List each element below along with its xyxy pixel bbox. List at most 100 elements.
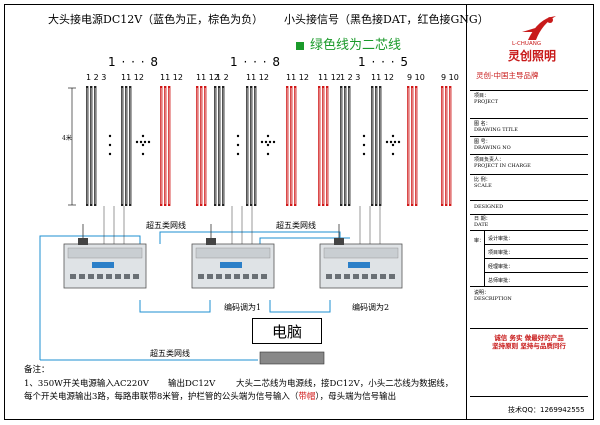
group-2-red-tube-2 bbox=[318, 86, 329, 206]
panel-divider bbox=[466, 4, 467, 420]
computer-label: 电脑 bbox=[271, 322, 302, 341]
cable-ctrl1-ctrl2 bbox=[139, 300, 211, 313]
wiring-diagram bbox=[39, 86, 452, 365]
approval-row-2 bbox=[484, 258, 588, 259]
row-drawno bbox=[470, 136, 588, 137]
group-1-vertical-dots-2 bbox=[141, 134, 145, 156]
desc-en: DESCRIPTION bbox=[474, 296, 512, 302]
scale-en: SCALE bbox=[474, 183, 492, 189]
group-1-black-tube bbox=[86, 86, 97, 206]
brand-logo-icon bbox=[522, 16, 556, 40]
group-2-number-label: 1 · · · 8 bbox=[230, 55, 281, 69]
group-3-black-tube bbox=[340, 86, 351, 206]
drawno-en: DRAWING NO bbox=[474, 145, 511, 151]
cable-label-top-right: 超五类网线 bbox=[276, 221, 316, 230]
group-2-red-tube-label: 11 12 bbox=[286, 73, 309, 82]
green-square-icon bbox=[296, 42, 304, 50]
network-switch bbox=[259, 351, 325, 365]
approval-project: 项目审批： bbox=[488, 250, 514, 256]
group-3-red-tube-label: 9 10 bbox=[407, 73, 425, 82]
controller-1-code-label: 编码调为1 bbox=[224, 303, 262, 312]
group-1-mid-tube bbox=[121, 86, 132, 206]
group-3-mid-tube-label: 11 12 bbox=[371, 73, 394, 82]
group-2-mid-tube bbox=[246, 86, 257, 206]
notes-line2-a: 每个开关电源输出3路，每路串联带8米管，护栏管的公头端为信号输入（ bbox=[24, 392, 299, 402]
approval-row-3 bbox=[484, 272, 588, 273]
notes-line1-b: 输出DC12V bbox=[168, 379, 216, 389]
group-2-red-tube-1 bbox=[286, 86, 297, 206]
group-3-vertical-dots-2 bbox=[391, 134, 395, 156]
group-1-horizontal-dots bbox=[135, 140, 151, 144]
cable-ctrl2-ctrl3 bbox=[269, 300, 331, 313]
group-2-first-tube-label: 1 2 bbox=[216, 73, 229, 82]
row-date bbox=[470, 214, 588, 215]
project-en: PROJECT bbox=[474, 99, 499, 105]
row-footer bbox=[470, 328, 588, 329]
approval-design: 设计审批： bbox=[488, 236, 514, 242]
group-1-red-tube-1 bbox=[160, 86, 171, 206]
controller-2 bbox=[191, 224, 275, 289]
tech-qq: 技术QQ：1269942555 bbox=[508, 406, 585, 414]
group-1-number-label: 1 · · · 8 bbox=[108, 55, 159, 69]
motto-line2: 坚持原则 坚持与品质同行 bbox=[492, 342, 566, 351]
group-2-vertical-dots bbox=[236, 134, 240, 156]
group-1-first-tube-label: 1 2 3 bbox=[86, 73, 107, 82]
drawing-sheet bbox=[4, 4, 594, 420]
group-3-red-tube-label-2: 9 10 bbox=[441, 73, 459, 82]
group-3-red-tube-1 bbox=[407, 86, 418, 206]
group-2-horizontal-dots bbox=[260, 140, 276, 144]
notes-line1-a: 1、350W开关电源输入AC220V bbox=[24, 379, 149, 389]
drawno-cn: 图 号： bbox=[474, 139, 491, 145]
row-qq bbox=[470, 396, 588, 397]
notes-line2-b: ），母头端为信号输出 bbox=[315, 392, 397, 402]
slogan: 灵创-中国主导品牌 bbox=[476, 71, 539, 80]
group-2-vertical-dots-2 bbox=[266, 134, 270, 156]
approval-chief: 总师审批： bbox=[488, 278, 514, 284]
group-3-red-tube-2 bbox=[441, 86, 452, 206]
group-1-red-tube-label-2: 11 12 bbox=[196, 73, 219, 82]
notes-line2: 每个开关电源输出3路，每路串联带8米管，护栏管的公头端为信号输入（带帽），母头端… bbox=[24, 393, 396, 402]
row-description bbox=[470, 286, 588, 287]
computer-box: 电脑 bbox=[252, 318, 322, 344]
approval-row-1 bbox=[484, 244, 588, 245]
project-cn: 项目： bbox=[474, 93, 490, 99]
date-en: DATE bbox=[474, 222, 489, 228]
cable-label-top-left: 超五类网线 bbox=[146, 221, 186, 230]
group-3-first-tube-label: 1 2 3 bbox=[340, 73, 361, 82]
notes-line2-red: 带帽 bbox=[298, 392, 316, 402]
title-cn: 图 名： bbox=[474, 121, 491, 127]
controller-1 bbox=[63, 224, 147, 289]
group-1-red-tube-2 bbox=[196, 86, 207, 206]
incharge-cn: 项目负责人： bbox=[474, 157, 505, 163]
group-3-number-label: 1 · · · 5 bbox=[358, 55, 409, 69]
controller-2-code-label: 编码调为2 bbox=[352, 303, 390, 312]
brand-cn: 灵创照明 bbox=[508, 49, 557, 63]
company-motto: 诚信 务实 做最好的产品 坚持原则 坚持与品质同行 bbox=[472, 334, 586, 350]
group-2-red-tube-label-2: 11 12 bbox=[318, 73, 341, 82]
group-1-red-tube-label: 11 12 bbox=[160, 73, 183, 82]
row-scale bbox=[470, 174, 588, 175]
length-dimension-label: 4米 bbox=[62, 135, 72, 142]
core-note: 绿色线为二芯线 bbox=[310, 38, 402, 53]
scale-cn: 比 例： bbox=[474, 177, 491, 183]
signal-note: 小头接信号（黑色接DAT，红色接GNG） bbox=[284, 13, 489, 26]
cable-link-2b bbox=[259, 237, 350, 244]
date-cn: 日 期： bbox=[474, 216, 491, 222]
group-3-mid-tube bbox=[371, 86, 382, 206]
row-title bbox=[470, 118, 588, 119]
row-incharge bbox=[470, 154, 588, 155]
designed: DESIGNED bbox=[474, 204, 504, 210]
group-2-black-tube bbox=[214, 86, 225, 206]
cable-top-left bbox=[39, 235, 141, 360]
group-2-mid-tube-label: 11 12 bbox=[246, 73, 269, 82]
row-approval bbox=[470, 230, 588, 231]
approval-label: 审： bbox=[474, 238, 485, 244]
group-1-vertical-dots bbox=[108, 134, 112, 156]
brand-en: L-CHUANG bbox=[512, 41, 542, 47]
approval-manager: 经理审批： bbox=[488, 264, 514, 270]
power-note: 大头接电源DC12V（蓝色为正，棕色为负） bbox=[48, 13, 264, 26]
group-3-vertical-dots bbox=[362, 134, 366, 156]
group-1-mid-tube-label: 11 12 bbox=[121, 73, 144, 82]
row-project bbox=[470, 90, 588, 91]
controller-3 bbox=[319, 224, 403, 289]
